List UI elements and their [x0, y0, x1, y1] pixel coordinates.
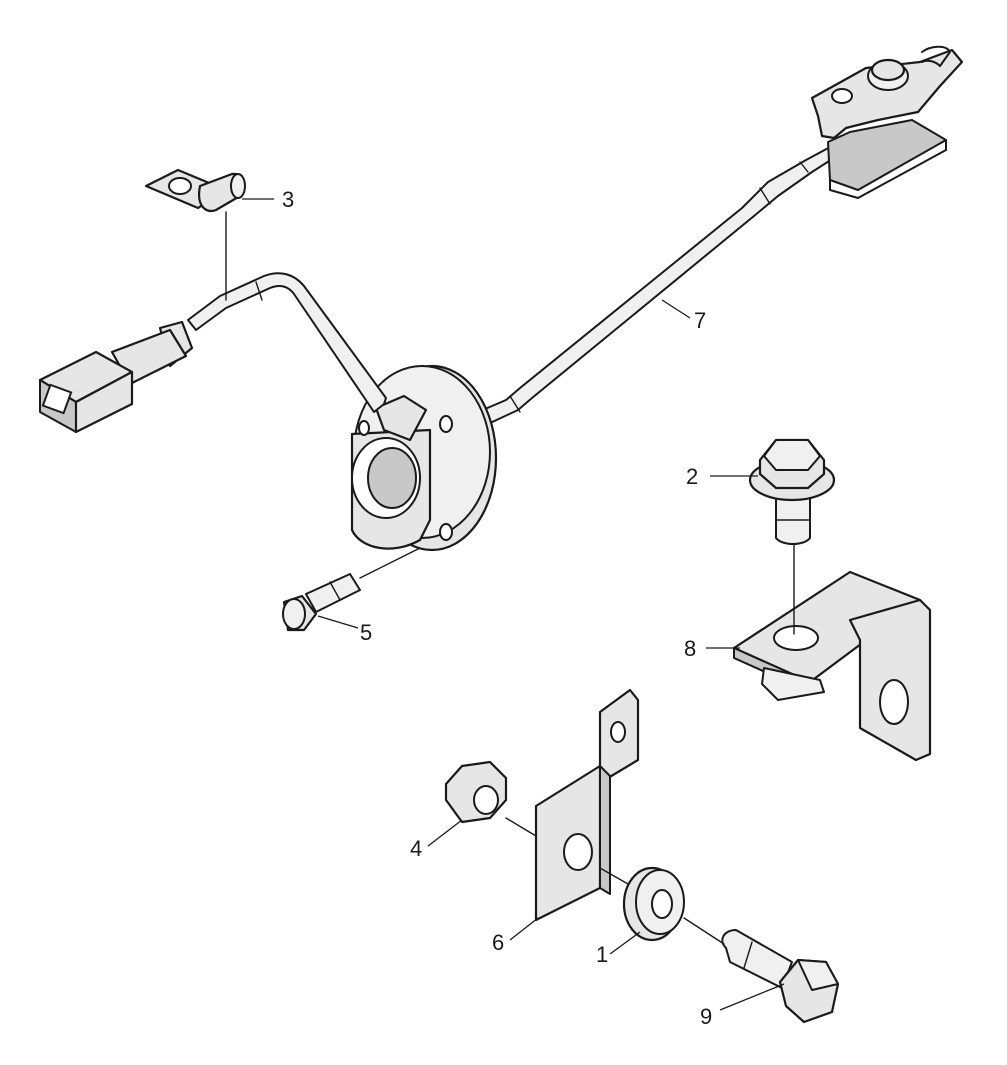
- leader-1: [609, 931, 641, 955]
- sensor-assembly-part-7: [38, 45, 964, 552]
- leader-6: [509, 917, 539, 941]
- callout-6: 6: [492, 930, 504, 955]
- leader-7: [661, 299, 691, 319]
- flange-bolt-part-2: [748, 438, 836, 545]
- callout-2: 2: [686, 464, 698, 489]
- leader-9: [719, 983, 785, 1011]
- clip-part-3: [144, 168, 246, 213]
- bolt-part-5: [282, 573, 361, 632]
- assembly-guide-lines: [225, 211, 795, 945]
- callout-4: 4: [410, 836, 422, 861]
- callout-9: 9: [700, 1004, 712, 1029]
- callout-3: 3: [282, 187, 294, 212]
- plate-bracket-part-6: [534, 688, 640, 922]
- callout-7: 7: [694, 308, 706, 333]
- hex-nut-part-4: [444, 760, 508, 824]
- callout-numbers: 1 2 3 4 5 6 7 8 9: [282, 187, 712, 1029]
- hex-bolt-part-9: [721, 929, 840, 1024]
- leader-4: [427, 819, 463, 847]
- callout-8: 8: [684, 636, 696, 661]
- washer-part-1: [622, 866, 685, 942]
- callout-5: 5: [360, 620, 372, 645]
- callout-1: 1: [596, 942, 608, 967]
- bracket-part-8: [732, 570, 932, 762]
- callout-leaders: [242, 198, 785, 1011]
- leader-5: [317, 615, 359, 629]
